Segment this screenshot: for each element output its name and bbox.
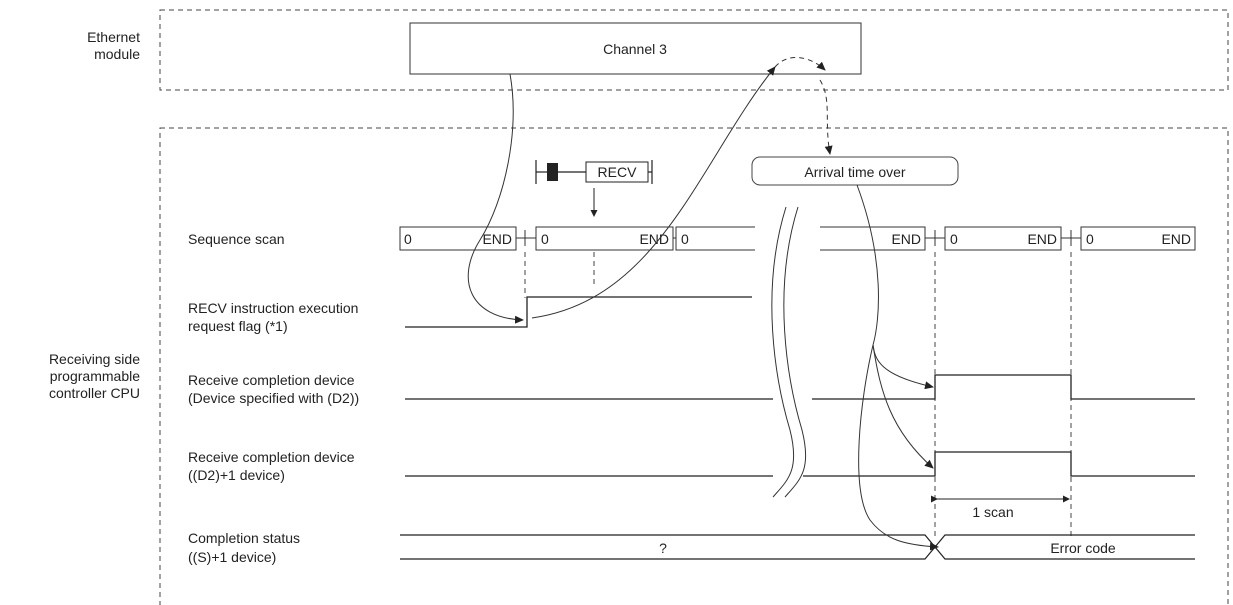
completion-device2-waveform (405, 451, 1195, 477)
svg-text:0: 0 (541, 231, 549, 247)
one-scan-dimension: 1 scan (931, 495, 1070, 520)
recv-flag-label-1: RECV instruction execution (188, 300, 358, 316)
svg-text:END: END (1161, 231, 1191, 247)
one-scan-label: 1 scan (972, 504, 1013, 520)
svg-text:0: 0 (1086, 231, 1094, 247)
svg-text:0: 0 (404, 231, 412, 247)
cpu-box (159, 127, 1229, 605)
channel-label: Channel 3 (603, 41, 667, 57)
arrival-time-over-label: Arrival time over (804, 164, 905, 180)
status-label-2: ((S)+1 device) (188, 549, 276, 565)
time-break (771, 206, 807, 498)
ladder-rung: RECV (535, 160, 653, 217)
scan-block-6 (1080, 226, 1196, 251)
sequence-scan-label: Sequence scan (188, 231, 285, 247)
completion-device2-label-2: ((D2)+1 device) (188, 467, 285, 483)
completion-device2-label-1: Receive completion device (188, 449, 355, 465)
sequence-scan-row: 0 END 0 END 0 END 0 END 0 END (399, 226, 1196, 251)
status-unknown-value: ? (659, 540, 667, 556)
scan-block-3-open (675, 226, 755, 251)
svg-text:END: END (891, 231, 921, 247)
completion-device-label-2: (Device specified with (D2)) (188, 390, 359, 406)
ethernet-module-box (159, 9, 1229, 91)
svg-text:0: 0 (681, 231, 689, 247)
cpu-label: Receiving side programmable controller C… (48, 351, 140, 401)
status-label-1: Completion status (188, 530, 300, 546)
svg-text:END: END (1027, 231, 1057, 247)
ethernet-module-label: Ethernet module (87, 29, 140, 62)
flow-curves (467, 57, 939, 551)
svg-text:0: 0 (950, 231, 958, 247)
channel-box (409, 22, 862, 75)
svg-text:END: END (639, 231, 669, 247)
timing-guides (524, 252, 1072, 540)
recv-instruction-label: RECV (598, 164, 638, 180)
completion-device-waveform (405, 374, 1195, 400)
svg-text:END: END (482, 231, 512, 247)
status-error-value: Error code (1050, 540, 1116, 556)
arrival-time-over-bubble (751, 156, 959, 186)
recv-flag-waveform (405, 296, 752, 328)
completion-device-label-1: Receive completion device (188, 372, 355, 388)
recv-flag-label-2: request flag (*1) (188, 318, 288, 334)
